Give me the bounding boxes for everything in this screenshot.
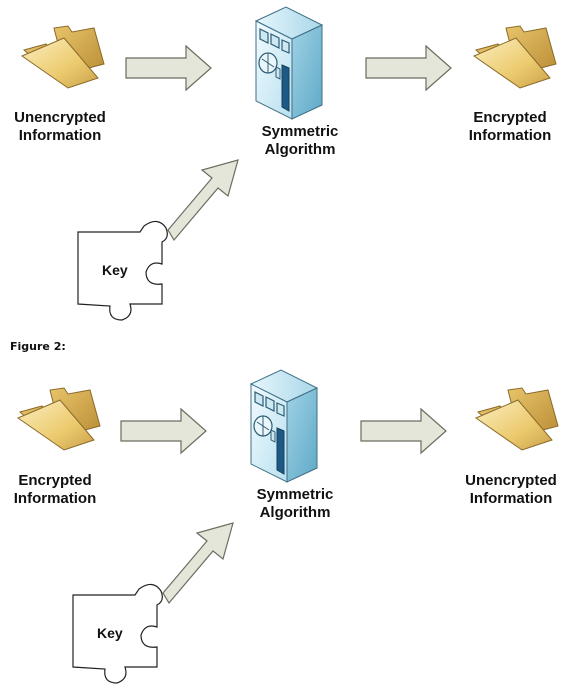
folder-icon [17,387,101,451]
folder-icon [473,25,557,89]
arrow-right [125,44,212,92]
arrow-right [365,44,452,92]
figure1-group [21,6,557,321]
arrow-diagonal [162,522,234,605]
folder-icon [21,25,105,89]
arrow-right [360,407,447,455]
folder-icon [475,387,559,451]
fig2-key-label: Key [97,625,123,641]
building-icon [250,369,318,483]
building-icon [255,6,323,120]
figure2-title: Figure 2: [10,340,66,353]
figure2-group [17,369,559,684]
arrow-diagonal [167,159,239,242]
arrow-right [120,407,207,455]
fig1-key-label: Key [102,262,128,278]
